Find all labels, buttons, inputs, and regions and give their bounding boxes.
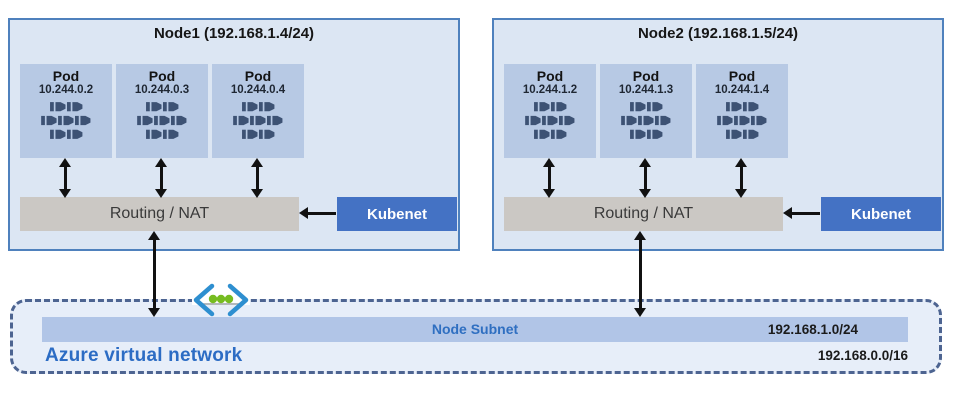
pod-routing-arrow (639, 158, 651, 198)
pod-box: Pod 10.244.0.2 (20, 64, 112, 158)
node1-title: Node1 (192.168.1.4/24) (153, 25, 315, 42)
kubenet-routing-arrow (299, 207, 336, 219)
pod-label: Pod (632, 68, 660, 84)
kubenet-box: Kubenet (821, 197, 941, 231)
pod-routing-arrow (59, 158, 71, 198)
containers-icon (621, 102, 671, 139)
pod-label: Pod (52, 68, 80, 84)
containers-icon (233, 102, 283, 139)
containers-icon (41, 102, 91, 139)
pod-label: Pod (536, 68, 564, 84)
pod-ip: 10.244.0.2 (38, 84, 94, 96)
pod-routing-arrow (251, 158, 263, 198)
node2-title: Node2 (192.168.1.5/24) (637, 25, 799, 42)
pod-box: Pod 10.244.0.4 (212, 64, 304, 158)
containers-icon (717, 102, 767, 139)
pod-routing-arrow (155, 158, 167, 198)
kubenet-box: Kubenet (337, 197, 457, 231)
pod-label: Pod (244, 68, 272, 84)
pod-box: Pod 10.244.1.4 (696, 64, 788, 158)
pod-ip: 10.244.1.4 (714, 84, 770, 96)
pod-routing-arrow (543, 158, 555, 198)
pod-ip: 10.244.1.3 (618, 84, 674, 96)
pod-box: Pod 10.244.0.3 (116, 64, 208, 158)
containers-icon (525, 102, 575, 139)
pod-ip: 10.244.0.4 (230, 84, 286, 96)
node2-box: Node2 (192.168.1.5/24) Pod 10.244.1.2 Po… (492, 18, 944, 251)
kubenet-routing-arrow (783, 207, 820, 219)
pod-box: Pod 10.244.1.3 (600, 64, 692, 158)
pod-ip: 10.244.0.3 (134, 84, 190, 96)
node-subnet-label: Node Subnet (431, 321, 519, 337)
containers-icon (137, 102, 187, 139)
pod-ip: 10.244.1.2 (522, 84, 578, 96)
routing-nat-bar: Routing / NAT (504, 197, 783, 231)
virtual-network-icon (192, 283, 250, 317)
vnet-cidr-label: 192.168.0.0/16 (817, 348, 908, 363)
node1-box: Node1 (192.168.1.4/24) Pod 10.244.0.2 Po… (8, 18, 460, 251)
routing-subnet-arrow (148, 231, 160, 317)
pod-box: Pod 10.244.1.2 (504, 64, 596, 158)
routing-nat-bar: Routing / NAT (20, 197, 299, 231)
pod-label: Pod (728, 68, 756, 84)
pod-label: Pod (148, 68, 176, 84)
azure-vnet-label: Azure virtual network (45, 345, 243, 366)
node-subnet-bar: Node Subnet 192.168.1.0/24 (42, 317, 908, 342)
pod-routing-arrow (735, 158, 747, 198)
subnet-cidr-label: 192.168.1.0/24 (767, 322, 858, 337)
routing-subnet-arrow (634, 231, 646, 317)
azure-vnet-box: Node Subnet 192.168.1.0/24 Azure virtual… (10, 299, 942, 374)
